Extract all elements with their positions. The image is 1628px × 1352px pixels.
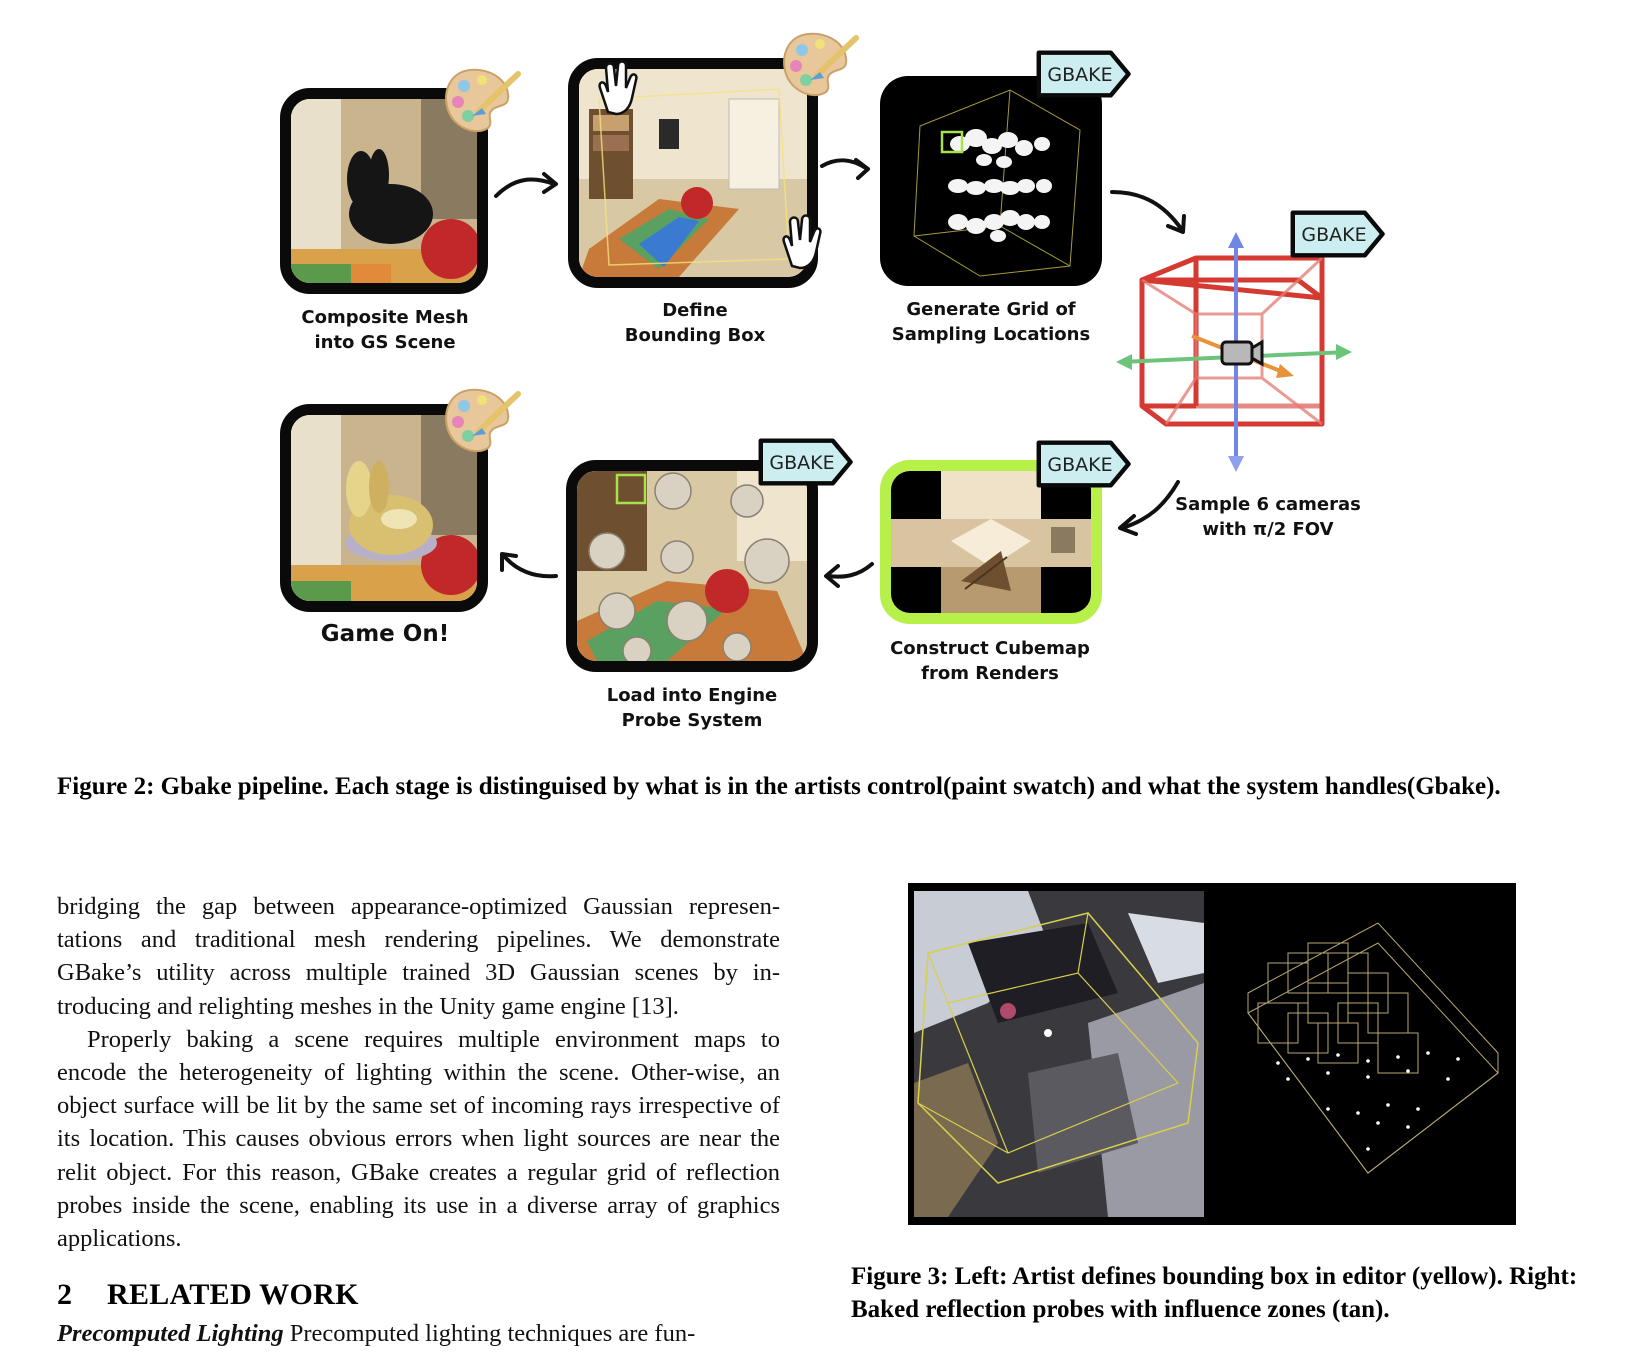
figure-3-image [908, 883, 1516, 1225]
section-title: RELATED WORK [107, 1278, 359, 1311]
hand-pointer-icon [782, 214, 822, 270]
runin-heading: Precomputed Lighting [57, 1320, 284, 1347]
figure-3-caption: Figure 3: Left: Artist defines bounding … [851, 1263, 1578, 1323]
stage-label-sampling-grid: Generate Grid of Sampling Locations [891, 299, 1091, 345]
section-number: 2 [57, 1278, 73, 1311]
six-camera-cube [1116, 232, 1352, 472]
gbake-tag-label: GBAKE [1301, 224, 1367, 246]
stage-label-load-engine: Load into Engine Probe System [606, 685, 778, 731]
gbake-tag [758, 438, 853, 486]
paint-palette-icon [445, 68, 521, 133]
gbake-tag-label: GBAKE [769, 452, 835, 474]
cubemap-panel [880, 460, 1102, 624]
composite-scene-image [291, 99, 477, 283]
sampling-grid-image [913, 89, 1081, 277]
gbake-tag-label: GBAKE [1047, 454, 1113, 476]
gbake-tag [1036, 50, 1131, 98]
figure-2-caption: Figure 2: Gbake pipeline. Each stage is … [57, 773, 1501, 800]
paint-palette-icon [783, 32, 859, 97]
relit-bunny-image [291, 415, 477, 601]
gbake-tag [1290, 210, 1385, 258]
probe-system-panel [566, 460, 818, 672]
flow-arrow [500, 552, 558, 579]
stage-label-construct-cubemap: Construct Cubemap from Renders [890, 638, 1090, 684]
sampling-grid-panel [880, 76, 1102, 286]
stage-label-game-on: Game On! [320, 621, 450, 647]
gbake-tag-label: GBAKE [1047, 64, 1113, 86]
stage-label-composite-mesh: Composite Mesh into GS Scene [301, 307, 469, 353]
gbake-tag [1036, 440, 1131, 488]
section-heading: 2 RELATED WORK [57, 1278, 359, 1312]
flow-arrow [1110, 190, 1186, 234]
runin-text: Precomputed lighting techniques are fun- [283, 1320, 696, 1347]
paragraph: Properly baking a scene requires multipl… [57, 1025, 780, 1253]
probe-system-image [577, 471, 807, 661]
body-text: bridging the gap between appearance-opti… [57, 890, 780, 1255]
figure-3-render [908, 883, 1516, 1225]
flow-arrow [820, 158, 870, 180]
stage-label-sample-cameras: Sample 6 cameras with π/2 FOV [1175, 494, 1361, 540]
flow-arrow [1118, 480, 1180, 536]
game-on-panel [280, 404, 488, 612]
figure-2-pipeline: Composite Mesh into GS Scene [280, 32, 1385, 731]
flow-arrow [824, 562, 874, 588]
composite-mesh-panel [280, 88, 488, 294]
cubemap-image [891, 471, 1091, 613]
stage-label-define-bounding-box: Define Bounding Box [624, 300, 766, 346]
paragraph: bridging the gap between appearance-opti… [57, 893, 780, 1020]
paint-palette-icon [445, 388, 521, 453]
flow-arrow [494, 172, 558, 198]
paragraph-start: Precomputed Lighting Precomputed lightin… [57, 1320, 695, 1348]
hand-pointer-icon [598, 60, 638, 116]
